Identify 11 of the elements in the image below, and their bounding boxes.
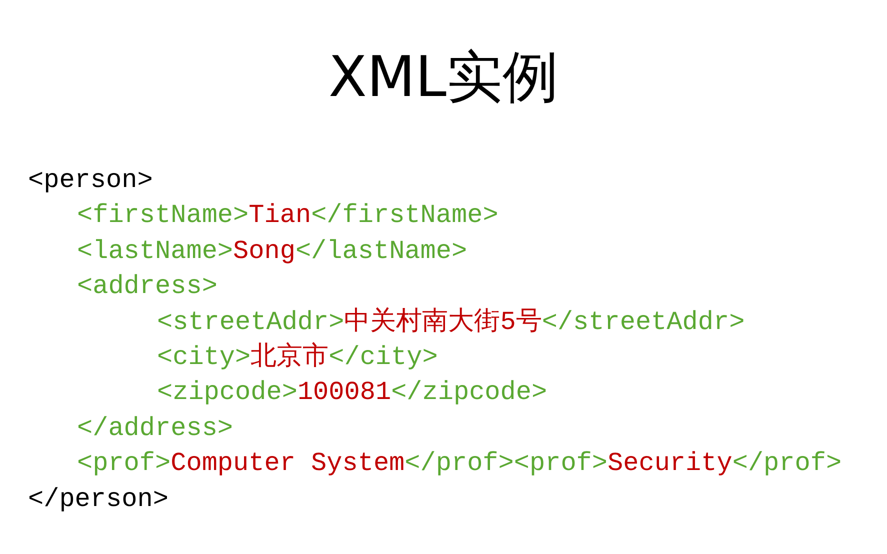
code-line: <address> — [77, 270, 218, 302]
code-line: </person> — [28, 482, 168, 515]
code-line: <firstName>Tian</firstName> — [77, 199, 498, 232]
code-line: <streetAddr>中关村南大街5号</streetAddr> — [157, 306, 745, 338]
code-line: </address> — [77, 412, 234, 444]
code-line: <prof>Computer System</prof><prof>Security</prof> — [77, 447, 842, 480]
code-line: <city>北京市</city> — [157, 341, 438, 373]
code-line: <zipcode>100081</zipcode> — [157, 376, 548, 408]
code-line: <lastName>Song</lastName> — [77, 234, 468, 267]
code-line: <person> — [28, 164, 153, 196]
slide-title: XML实例 — [328, 44, 560, 112]
